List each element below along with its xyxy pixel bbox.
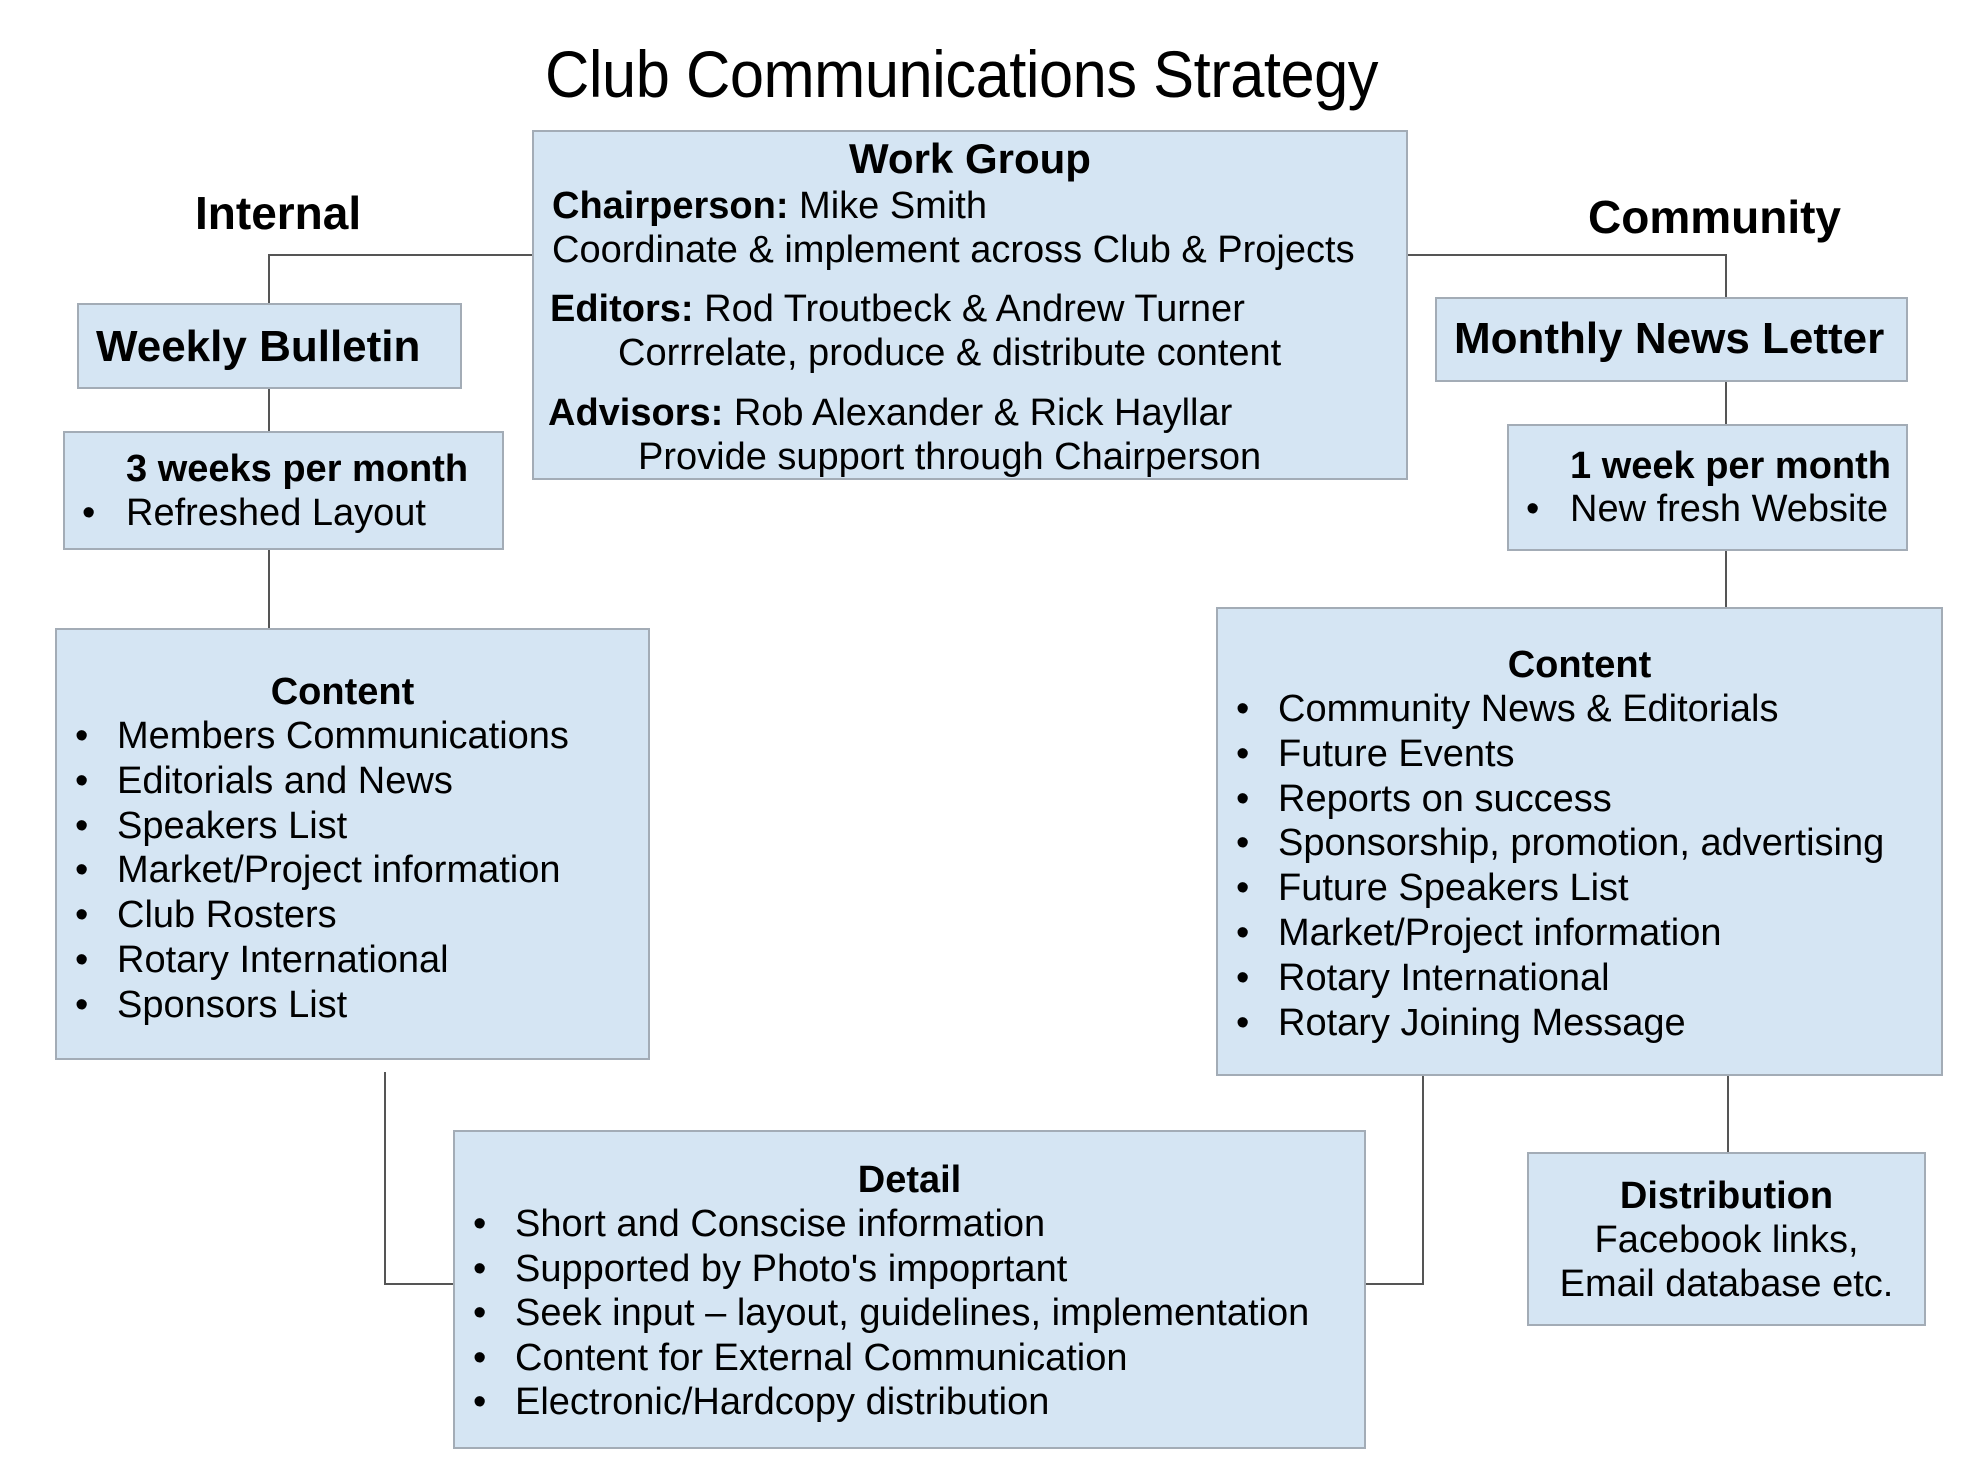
connector-bulletin-to-frequency bbox=[268, 388, 270, 432]
list-item: •Seek input – layout, guidelines, implem… bbox=[473, 1292, 1310, 1335]
list-item: •Sponsorship, promotion, advertising bbox=[1236, 822, 1885, 865]
detail-box: Detail •Short and Conscise information •… bbox=[453, 1130, 1366, 1449]
internal-section-label: Internal bbox=[195, 187, 362, 239]
list-item: •Speakers List bbox=[75, 804, 348, 847]
list-item: •Market/Project information bbox=[75, 849, 561, 892]
chairperson-name: Mike Smith bbox=[799, 185, 987, 227]
connector-frequency-to-content-internal bbox=[268, 549, 270, 629]
list-item: •Future Speakers List bbox=[1236, 867, 1629, 910]
list-item: •Editorials and News bbox=[75, 759, 453, 802]
detail-list: •Short and Conscise information •Support… bbox=[473, 1202, 1309, 1425]
internal-frequency-heading: 3 weeks per month bbox=[126, 448, 469, 490]
advisors-names: Rob Alexander & Rick Hayllar bbox=[733, 392, 1233, 434]
list-item: •Sponsors List bbox=[75, 983, 348, 1026]
weekly-bulletin-label: Weekly Bulletin bbox=[96, 322, 421, 371]
list-item: •Refreshed Layout bbox=[82, 492, 426, 534]
work-group-heading: Work Group bbox=[849, 135, 1091, 182]
bullet-icon: • bbox=[82, 492, 96, 534]
list-item: •Reports on success bbox=[1236, 777, 1612, 820]
list-item: •Short and Conscise information bbox=[473, 1203, 1046, 1245]
community-content-list: •Community News & Editorials •Future Eve… bbox=[1236, 687, 1884, 1045]
list-item: •Members Communications bbox=[75, 715, 569, 757]
chairperson-label: Chairperson: bbox=[552, 185, 800, 227]
list-item: •Rotary International bbox=[1236, 956, 1610, 999]
list-item: •New fresh Website bbox=[1526, 488, 1889, 530]
community-content-box: Content •Community News & Editorials •Fu… bbox=[1216, 607, 1943, 1076]
monthly-newsletter-label: Monthly News Letter bbox=[1454, 314, 1885, 363]
distribution-box: Distribution Facebook links, Email datab… bbox=[1527, 1152, 1926, 1326]
editors-names: Rod Troutbeck & Andrew Turner bbox=[704, 288, 1245, 330]
detail-heading: Detail bbox=[857, 1159, 962, 1201]
chairperson-role: Coordinate & implement across Club & Pro… bbox=[552, 229, 1355, 271]
list-item: •Rotary Joining Message bbox=[1236, 1001, 1686, 1044]
editors-role: Corrrelate, produce & distribute content bbox=[618, 332, 1282, 374]
internal-content-box: Content •Members Communications •Editori… bbox=[55, 628, 650, 1060]
monthly-newsletter-box: Monthly News Letter bbox=[1435, 297, 1908, 382]
list-item: •Supported by Photo's impoprtant bbox=[473, 1247, 1068, 1290]
advisors-role: Provide support through Chairperson bbox=[638, 436, 1262, 478]
editors-line: Editors: Rod Troutbeck & Andrew Turner bbox=[550, 287, 1245, 331]
distribution-line-1: Facebook links, bbox=[1594, 1219, 1859, 1261]
chairperson-line: Chairperson: Mike Smith bbox=[552, 184, 987, 228]
community-content-heading: Content bbox=[1507, 644, 1652, 686]
weekly-bulletin-box: Weekly Bulletin bbox=[77, 303, 462, 389]
connector-content-to-distribution bbox=[1727, 1075, 1729, 1153]
advisors-line: Advisors: Rob Alexander & Rick Hayllar bbox=[548, 391, 1232, 435]
list-item: •Community News & Editorials bbox=[1236, 688, 1779, 730]
editors-label: Editors: bbox=[550, 288, 705, 330]
community-frequency-box: 1 week per month •New fresh Website bbox=[1507, 424, 1908, 551]
diagram-title: Club Communications Strategy bbox=[545, 37, 1379, 111]
community-frequency-list: •New fresh Website bbox=[1526, 487, 1888, 531]
work-group-box: Work Group Chairperson: Mike Smith Coord… bbox=[532, 130, 1408, 480]
community-frequency-heading: 1 week per month bbox=[1570, 445, 1891, 487]
bullet-icon: • bbox=[1526, 488, 1540, 530]
advisors-label: Advisors: bbox=[548, 392, 734, 434]
list-item: •Club Rosters bbox=[75, 894, 337, 937]
list-item: •Market/Project information bbox=[1236, 911, 1722, 954]
internal-content-list: •Members Communications •Editorials and … bbox=[75, 714, 569, 1028]
distribution-heading: Distribution bbox=[1619, 1175, 1834, 1217]
connector-frequency-to-content-community bbox=[1725, 550, 1727, 608]
connector-newsletter-to-frequency bbox=[1725, 381, 1727, 425]
internal-frequency-box: 3 weeks per month •Refreshed Layout bbox=[63, 431, 504, 550]
distribution-line-2: Email database etc. bbox=[1559, 1263, 1894, 1305]
list-item: •Content for External Communication bbox=[473, 1336, 1128, 1379]
internal-frequency-list: •Refreshed Layout bbox=[82, 491, 426, 535]
list-item: •Electronic/Hardcopy distribution bbox=[473, 1381, 1050, 1424]
list-item: •Rotary International bbox=[75, 938, 449, 981]
internal-content-heading: Content bbox=[270, 671, 415, 713]
community-section-label: Community bbox=[1588, 191, 1841, 243]
list-item: •Future Events bbox=[1236, 732, 1515, 775]
